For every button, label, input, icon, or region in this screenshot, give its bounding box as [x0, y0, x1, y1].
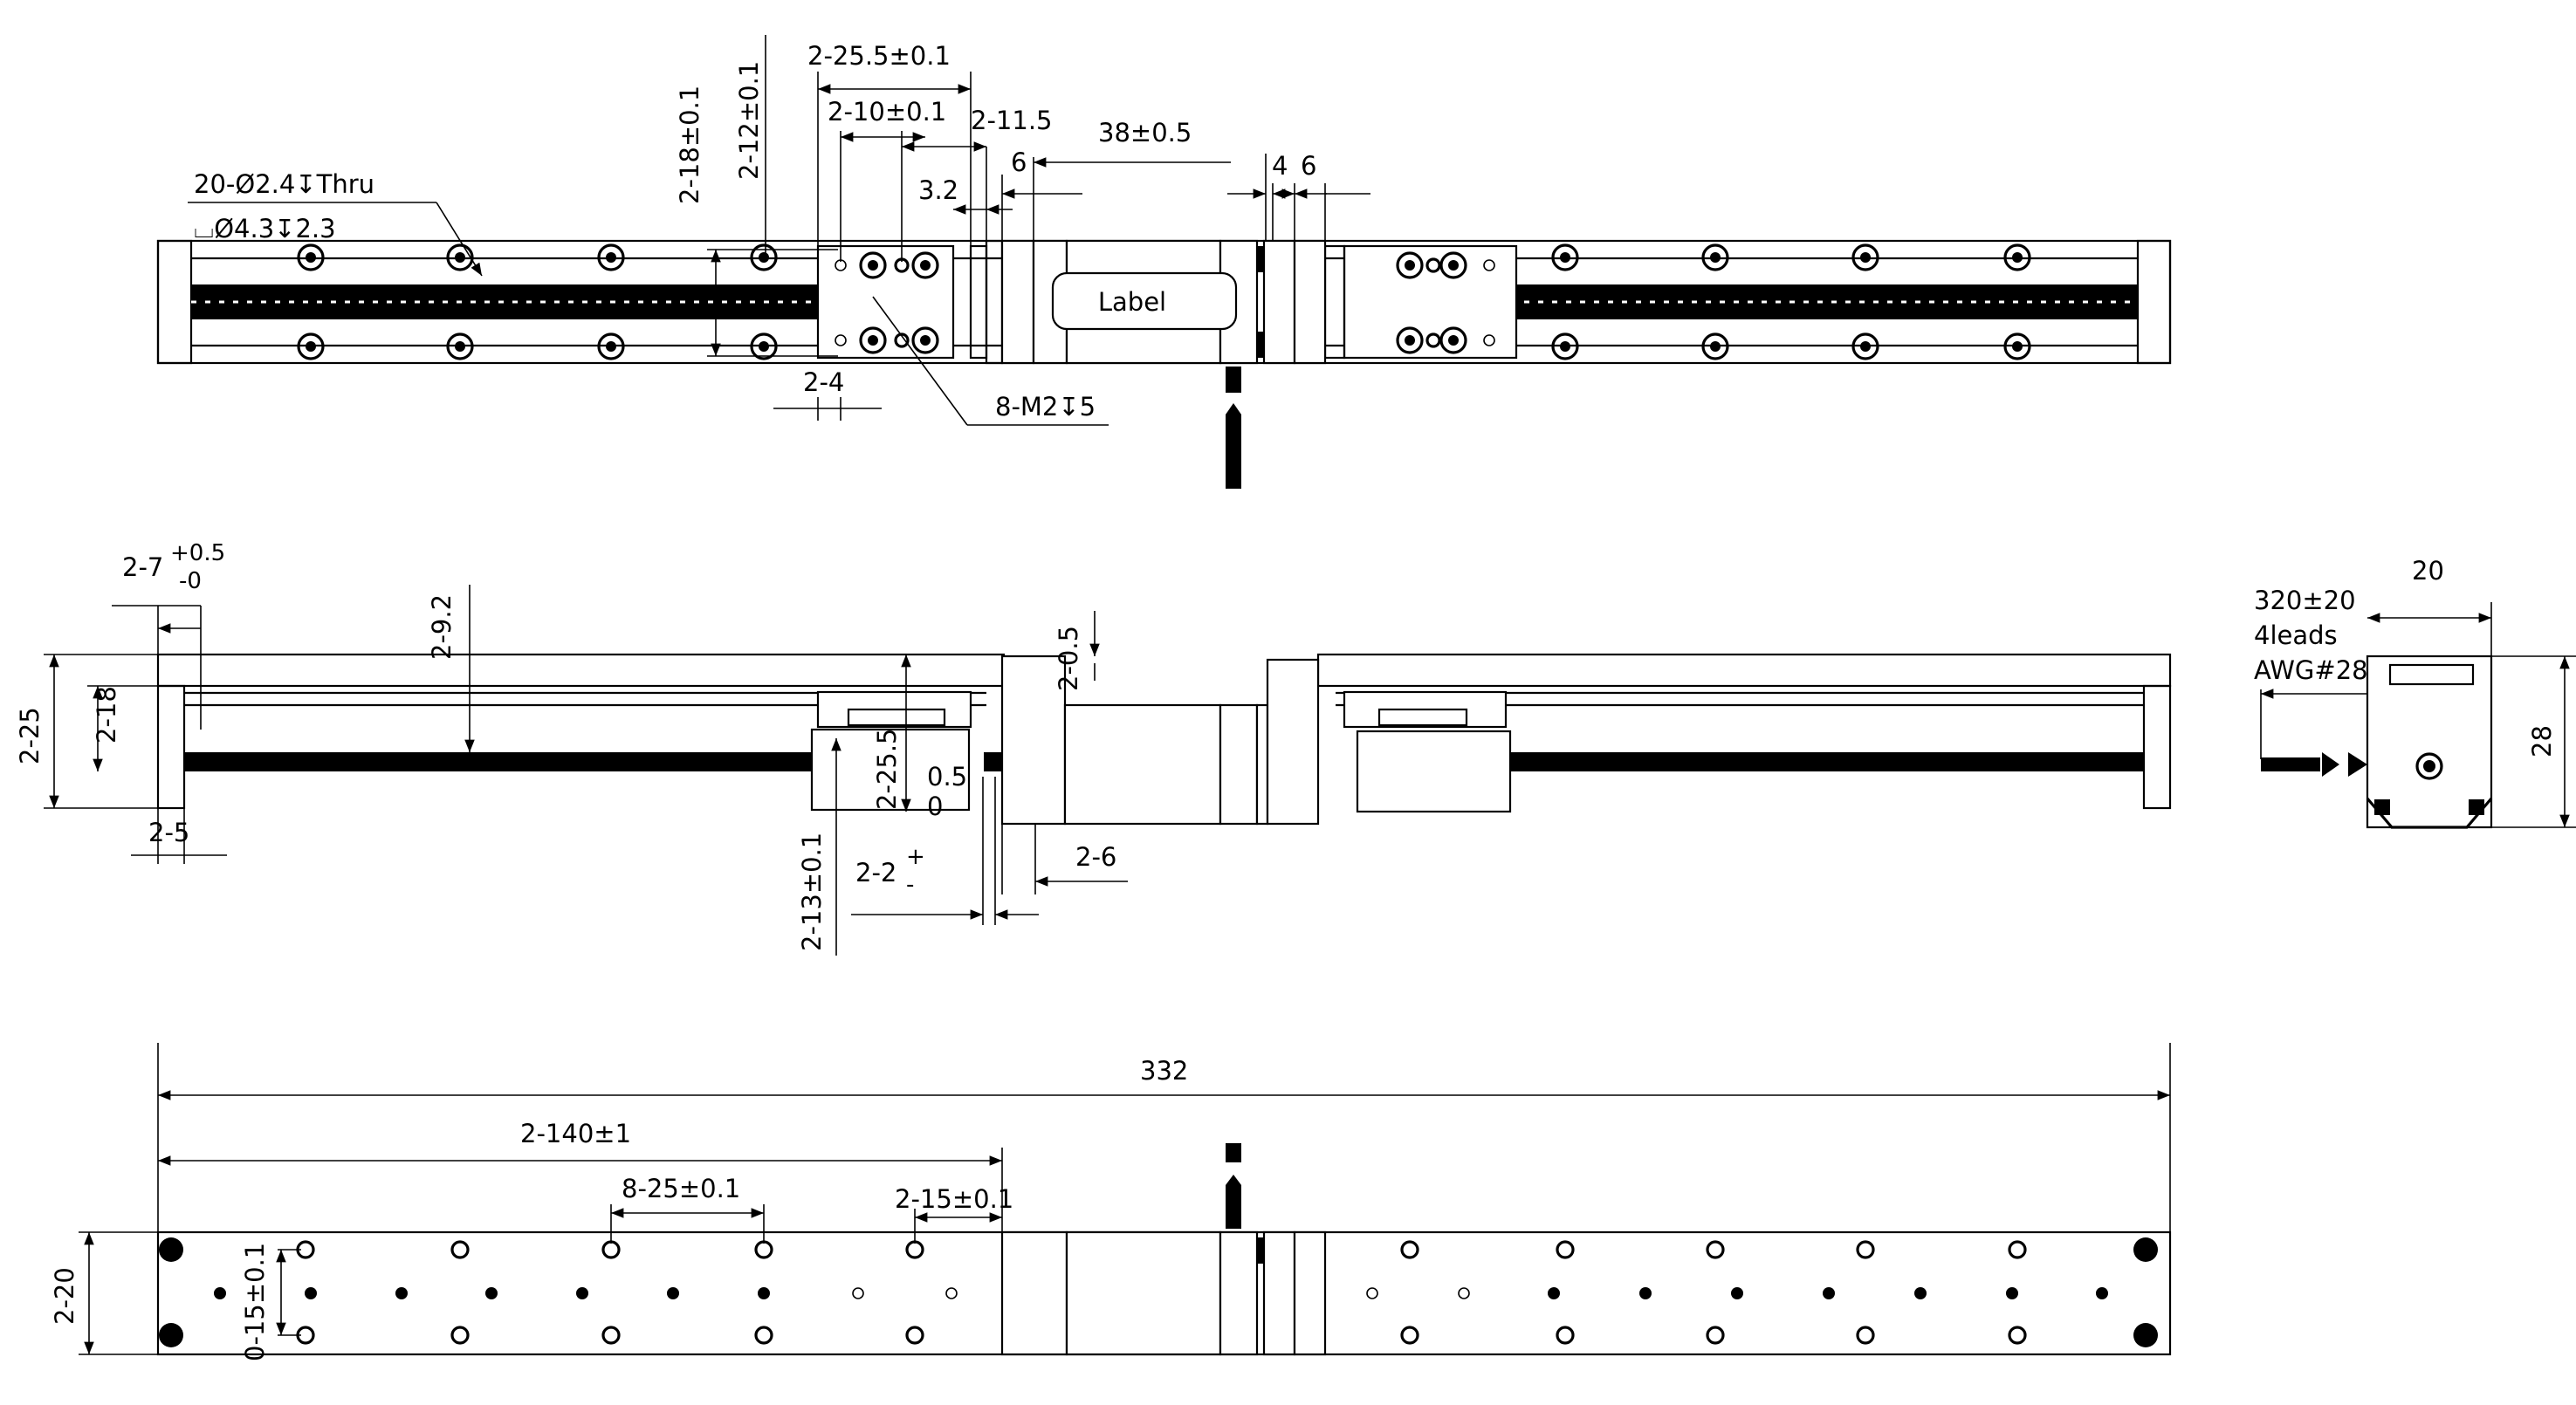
dim-20: 2-20	[50, 1267, 79, 1325]
overall-length: 332	[1140, 1056, 1188, 1086]
tap-callout: 8-M2↧5	[995, 392, 1096, 422]
dim-6b: 6	[1301, 151, 1316, 181]
dim-13: 2-13±0.1	[797, 833, 827, 951]
dim-6: 6	[1011, 147, 1027, 177]
end-height: 28	[2527, 725, 2557, 757]
end-width: 20	[2412, 556, 2444, 586]
dim-0: 0	[927, 792, 943, 821]
dim-12: 2-12±0.1	[734, 61, 764, 180]
dim-7-tol-minus: -0	[179, 568, 202, 594]
dim-0-5v: 2-0.5	[1054, 626, 1083, 691]
mounting-holes	[297, 243, 2031, 360]
dim-18: 2-18±0.1	[675, 86, 704, 204]
dim-0-5: 0.5	[927, 762, 967, 792]
bottom-view: 332 2-140±1 8-25±0.1 2-15±0.1 2-20 0-15±…	[50, 1043, 2172, 1361]
end-view: 20 28 320±20 4leads AWG#28	[2254, 556, 2576, 829]
dim-5: 2-5	[148, 818, 189, 847]
side-motor-body	[1063, 703, 1222, 826]
hole-callout-cbore: ⌴Ø4.3↧2.3	[194, 214, 336, 243]
side-rail-right	[1316, 653, 2172, 688]
label-text: Label	[1098, 287, 1166, 317]
hole-callout-thru: 20-Ø2.4↧Thru	[194, 169, 374, 199]
dim-15: 2-15±0.1	[895, 1184, 1013, 1214]
label-plate	[1051, 271, 1238, 331]
dim-25-5: 2-25.5±0.1	[807, 41, 951, 71]
lead-length: 320±20	[2254, 586, 2356, 615]
lead-screw-right	[1510, 284, 2138, 319]
dim-7-tol-plus: +0.5	[170, 540, 225, 566]
dim-18-side: 2-18	[92, 686, 121, 744]
dim-11-5: 2-11.5	[971, 106, 1053, 135]
top-view: Label 2-25.5±0.1 2-10±0.1 2-11.5 2-18±0.…	[156, 35, 2172, 489]
side-rail-left	[156, 653, 1006, 688]
dim-9-2: 2-9.2	[427, 594, 457, 660]
dim-25-5-side: 2-25.5	[872, 729, 902, 811]
dim-25: 2-25	[15, 707, 45, 764]
side-view: 2-7 +0.5 -0 2-9.2 2-25 2-18 2-5 2-0.5 2-…	[15, 540, 2172, 956]
dim-3-2: 3.2	[918, 175, 958, 205]
side-carriage-right	[1356, 730, 1512, 813]
dim-4: 4	[1272, 151, 1288, 181]
dim-6-side: 2-6	[1075, 842, 1116, 872]
dim-15-vertical: 0-15±0.1	[240, 1243, 270, 1361]
dim-2: 2-2	[855, 858, 896, 888]
dim-140: 2-140±1	[520, 1119, 631, 1148]
dim-25-bottom: 8-25±0.1	[622, 1174, 740, 1203]
dim-2-tol-plus: +	[906, 844, 925, 870]
dim-7: 2-7	[122, 552, 163, 582]
carriage-right	[1343, 244, 1518, 360]
lead-awg: AWG#28	[2254, 655, 2368, 685]
bottom-holes	[159, 1237, 2158, 1347]
dim-10: 2-10±0.1	[828, 97, 946, 127]
lead-count: 4leads	[2254, 620, 2338, 650]
dim-2-tol-minus: -	[906, 872, 914, 898]
dim-2-4: 2-4	[803, 367, 844, 397]
dim-38: 38±0.5	[1098, 118, 1192, 147]
